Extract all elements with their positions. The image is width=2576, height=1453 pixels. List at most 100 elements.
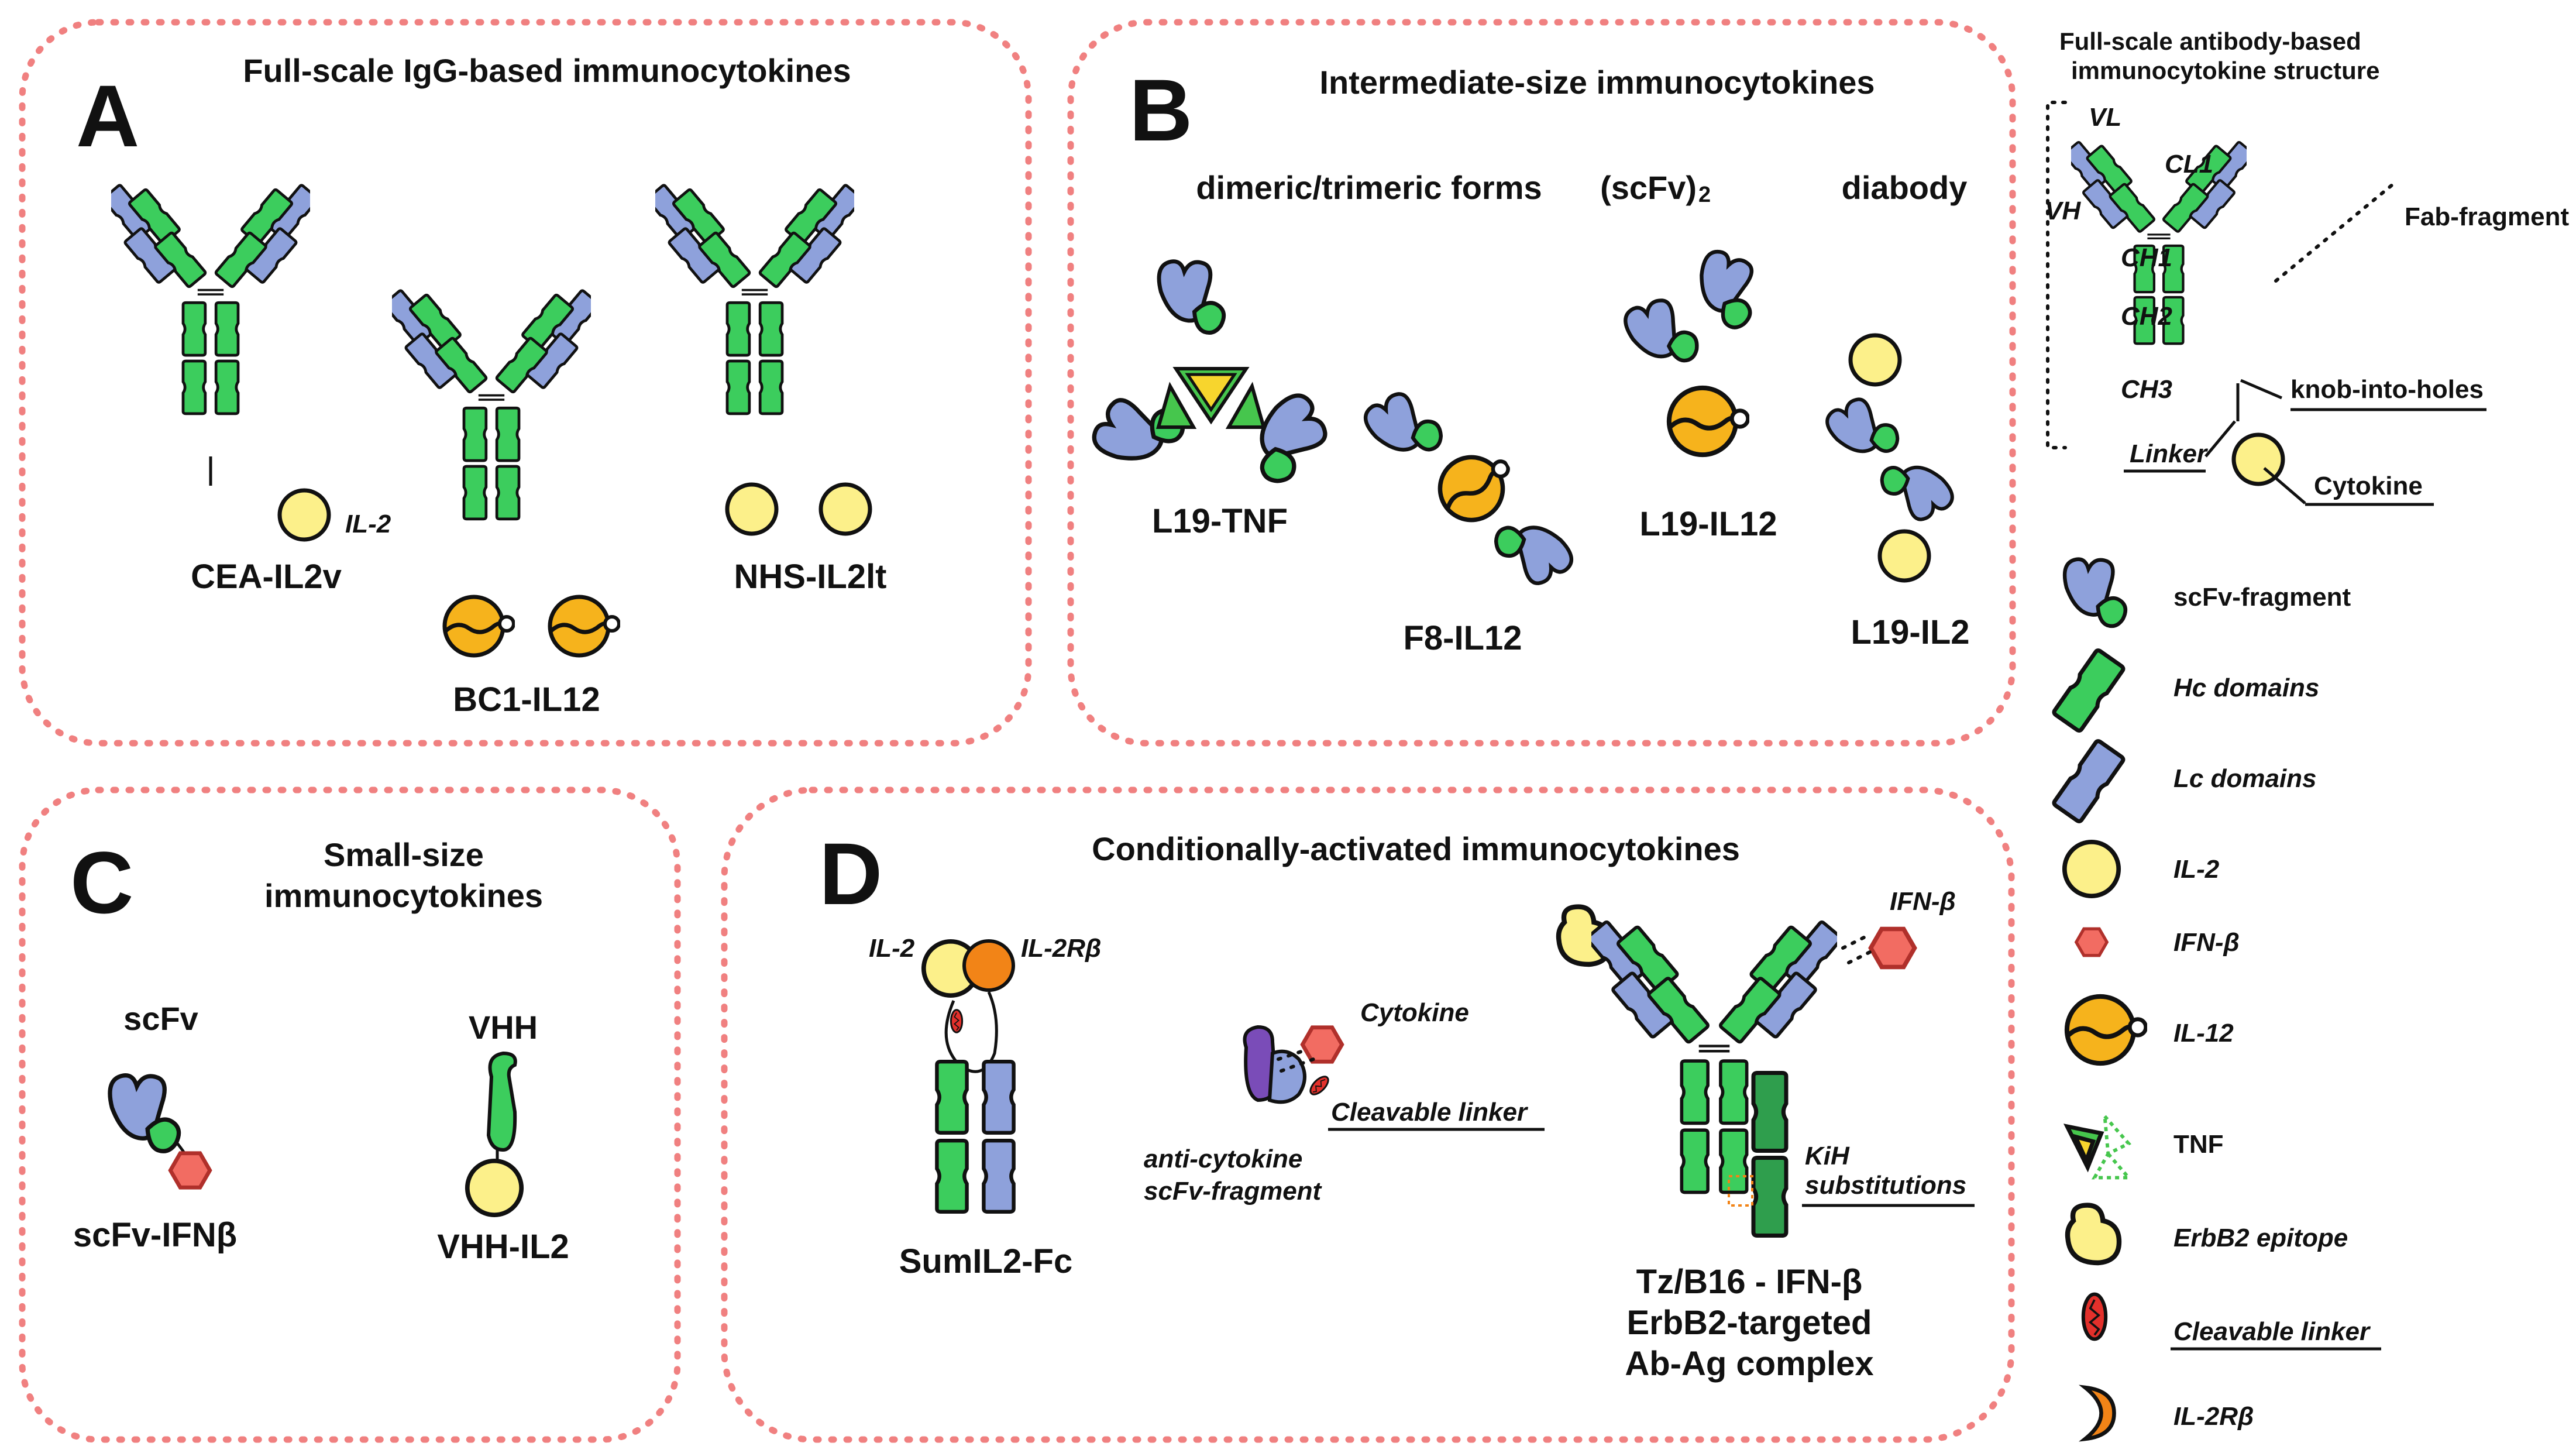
sumil2-fc-molecule: [924, 941, 1014, 1212]
legend-il12: IL-12: [2173, 1019, 2234, 1047]
legend-tnf: TNF: [2173, 1130, 2224, 1159]
il2-icon: [727, 485, 776, 534]
panel-d-border: [721, 786, 2015, 1443]
tz-b16-ifnb-molecule: [1559, 907, 1915, 1236]
panel-d-letter: D: [819, 825, 882, 923]
structure-title-1: Full-scale antibody-based: [2059, 28, 2361, 55]
anti-cytokine-complex: [1243, 1025, 1342, 1104]
legend-cleavable: Cleavable linker: [2173, 1317, 2371, 1346]
vhh-header: VHH: [469, 1009, 538, 1046]
ch2-label: CH2: [2121, 302, 2173, 331]
cl1-label: CL1: [2165, 150, 2213, 178]
cleavable-linker-icon: [2083, 1294, 2106, 1339]
ch1-label: CH1: [2121, 243, 2172, 272]
panel-c-letter: C: [70, 833, 133, 932]
l19-il2-label: L19-IL2: [1851, 613, 1969, 651]
cleavable-linker-icon: [950, 1009, 964, 1033]
l19-il12-label: L19-IL12: [1639, 505, 1777, 543]
vl-label: VL: [2089, 103, 2121, 132]
legend-scfv: scFv-fragment: [2173, 583, 2351, 612]
il2-icon: [1851, 335, 1900, 384]
l19-il2-molecule: [1822, 335, 1957, 580]
kih-label-1: KiH: [1805, 1142, 1850, 1170]
panel-c-border: [19, 786, 681, 1443]
kih-label-2: substitutions: [1805, 1171, 1966, 1200]
structure-title-2: immunocytokine structure: [2071, 57, 2379, 84]
tz-ifnb-label: IFN-β: [1890, 887, 1956, 916]
knob-into-holes-label: knob-into-holes: [2290, 375, 2484, 404]
lc-domain-icon: [2053, 740, 2124, 822]
panel-c: C Small-size immunocytokines scFv VHH sc…: [19, 786, 681, 1443]
legend: scFv-fragment Hc domains Lc domains IL-2…: [2053, 559, 2381, 1439]
cleavable-linker-label: Cleavable linker: [1331, 1098, 1529, 1126]
sumil2-il2rb-label: IL-2Rβ: [1021, 934, 1101, 963]
panel-a-letter: A: [76, 67, 139, 165]
legend-lc: Lc domains: [2173, 764, 2317, 793]
scfv2-subscript: 2: [1698, 183, 1711, 207]
panel-d: D Conditionally-activated immunocytokine…: [721, 786, 2015, 1443]
l19-tnf-label: L19-TNF: [1152, 502, 1288, 540]
anti-cytokine-label-1: anti-cytokine: [1144, 1145, 1302, 1173]
ifn-beta-icon: [170, 1153, 210, 1188]
diabody-header: diabody: [1842, 169, 1968, 206]
il12-icon: [445, 597, 514, 655]
hc-domain-icon: [2053, 649, 2124, 731]
cea-il2v-label: CEA-IL2v: [191, 558, 342, 596]
tz-b16-label-2: ErbB2-targeted: [1627, 1304, 1872, 1342]
linker-label: Linker: [2130, 439, 2209, 468]
tnf-icon: [2067, 1117, 2128, 1178]
ifn-beta-icon: [1871, 929, 1915, 967]
il2-icon: [1880, 531, 1929, 580]
tz-b16-label-3: Ab-Ag complex: [1625, 1345, 1873, 1383]
ifn-beta-icon: [1302, 1028, 1342, 1062]
il12-icon: [2067, 997, 2146, 1063]
scfv-ifnb-molecule: [110, 1076, 210, 1188]
bc1-il12-label: BC1-IL12: [453, 681, 600, 719]
vhh-il2-label: VHH-IL2: [437, 1228, 569, 1266]
bc1-il12-molecule: [384, 290, 619, 655]
ch3-label: CH3: [2121, 375, 2172, 404]
f8-il12-label: F8-IL12: [1403, 619, 1522, 657]
ifn-beta-icon: [2076, 929, 2107, 956]
scfv-ifnb-label: scFv-IFNβ: [73, 1216, 237, 1254]
f8-il12-molecule: [1361, 383, 1577, 595]
legend-hc: Hc domains: [2173, 674, 2319, 702]
il2-icon: [280, 490, 329, 540]
panel-d-title: Conditionally-activated immunocytokines: [1092, 830, 1740, 867]
scfv-icon: [2065, 559, 2126, 626]
vh-label: VH: [2045, 197, 2081, 225]
panel-c-title-1: Small-size: [324, 836, 484, 873]
il2-icon: [821, 485, 870, 534]
antibody-structure: Full-scale antibody-based immunocytokine…: [2045, 28, 2569, 506]
il12-icon: [550, 597, 619, 655]
panel-b: B Intermediate-size immunocytokines dime…: [1067, 19, 2016, 747]
legend-il2: IL-2: [2173, 855, 2220, 884]
cea-il2v-molecule: [103, 184, 329, 540]
panel-a-title: Full-scale IgG-based immunocytokines: [243, 52, 851, 89]
panel-b-letter: B: [1129, 61, 1192, 159]
l19-tnf-molecule: [1089, 262, 1337, 487]
fab-fragment-label: Fab-fragment: [2405, 202, 2569, 231]
legend-erbb2: ErbB2 epitope: [2173, 1224, 2348, 1252]
nhs-il2lt-label: NHS-IL2lt: [734, 558, 887, 596]
cleavable-linker-icon: [1306, 1073, 1332, 1098]
scfv2-header: (scFv): [1600, 169, 1697, 206]
vhh-il2-molecule: [467, 1051, 521, 1215]
il2-icon: [467, 1161, 521, 1215]
panel-b-title: Intermediate-size immunocytokines: [1319, 64, 1875, 101]
erbb2-icon: [2068, 1205, 2119, 1263]
il2rb-icon: [2085, 1387, 2114, 1439]
il2-icon: [2065, 842, 2118, 896]
l19-il12-molecule: [1622, 248, 1767, 455]
legend-il2rb: IL-2Rβ: [2173, 1402, 2254, 1431]
panel-b-border: [1067, 19, 2016, 747]
cea-il2-label: IL-2: [345, 510, 391, 538]
anti-cytokine-label-2: scFv-fragment: [1144, 1177, 1323, 1205]
legend-ifn: IFN-β: [2173, 928, 2240, 957]
cytokine-label: Cytokine: [2314, 472, 2423, 500]
scfv-header: scFv: [123, 1000, 198, 1037]
panel-a: A Full-scale IgG-based immunocytokines I…: [19, 19, 1032, 747]
sumil2-fc-label: SumIL2-Fc: [899, 1242, 1073, 1280]
panel-c-title-2: immunocytokines: [264, 877, 543, 914]
panel-a-border: [19, 19, 1032, 747]
